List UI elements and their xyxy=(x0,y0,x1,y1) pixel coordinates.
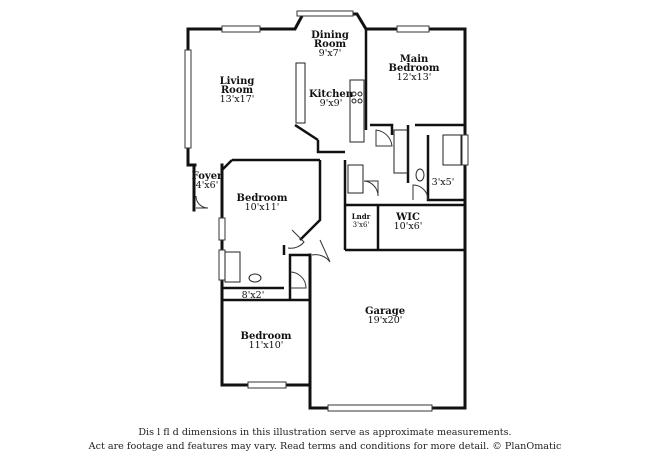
disclaimer-line-2: Act are footage and features may vary. R… xyxy=(88,441,562,452)
room-dim-living: 13'x17' xyxy=(220,94,255,105)
room-name-kitchen: Kitchen xyxy=(309,89,354,100)
windows xyxy=(184,10,469,412)
room-name-dining: Dining xyxy=(311,30,349,41)
room-dim-foyer: 4'x6' xyxy=(196,180,219,191)
room-dim-wic: 10'x6' xyxy=(394,221,423,232)
room-name-main-bedroom-2: Bedroom xyxy=(389,63,440,74)
room-dim-kitchen: 9'x9' xyxy=(320,98,343,109)
room-name-bedroom-3: Bedroom xyxy=(241,331,292,342)
wic-door xyxy=(412,184,429,201)
entry-door xyxy=(195,195,209,209)
room-name-dining-2: Room xyxy=(314,39,347,50)
fixtures xyxy=(224,62,462,283)
bedroom-3-door xyxy=(289,271,307,289)
room-dim-bedroom-2: 10'x11' xyxy=(245,202,280,213)
room-name-living: Living xyxy=(220,76,255,87)
room-dim-dining: 9'x7' xyxy=(319,48,342,59)
bath-door xyxy=(375,129,393,147)
doors xyxy=(195,129,429,289)
bedroom-2-door xyxy=(287,229,305,249)
room-dim-garage: 19'x20' xyxy=(368,315,403,326)
room-dim-bedroom-3: 11'x10' xyxy=(249,340,284,351)
room-name-wic: WIC xyxy=(395,212,420,223)
room-dim-hall-closet: 8'x2' xyxy=(242,290,265,301)
room-dim-closet: 3'x5' xyxy=(432,177,455,188)
disclaimer-line-1: Dis l fl d dimensions in this illustrati… xyxy=(138,427,512,438)
hall-door xyxy=(311,239,331,263)
room-name-laundry: Lndr xyxy=(352,212,371,221)
room-dim-laundry: 3'x6' xyxy=(353,221,370,229)
room-name-bedroom-2: Bedroom xyxy=(237,193,288,204)
room-name-garage: Garage xyxy=(365,306,405,317)
room-name-living-2: Room xyxy=(221,85,254,96)
room-name-foyer: Foyer xyxy=(192,171,223,182)
laundry-door xyxy=(363,180,379,197)
room-dim-main-bedroom: 12'x13' xyxy=(397,72,432,83)
room-name-main-bedroom: Main xyxy=(400,54,429,65)
room-labels: Dining Room 9'x7' Main Bedroom 12'x13' L… xyxy=(192,30,455,351)
